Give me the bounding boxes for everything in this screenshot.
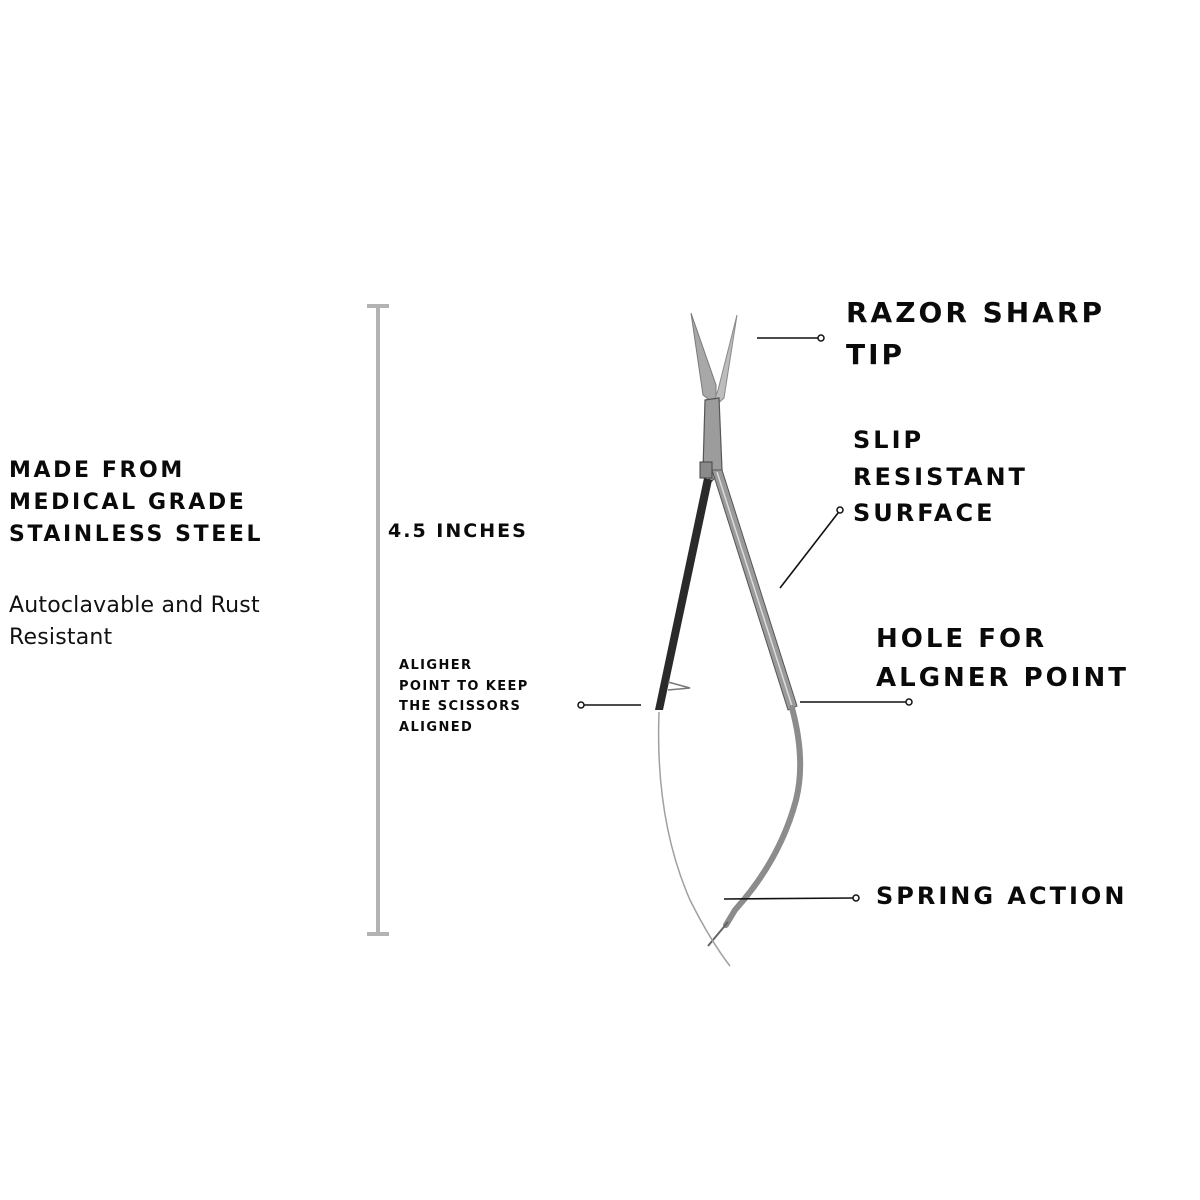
surface-callout-line: RESISTANT [853,462,1028,491]
surface-leader [779,506,844,589]
aligner-callout-line: THE SCISSORS [399,699,522,714]
tip-leader [757,334,825,342]
aligner-leader [577,701,641,709]
hole-callout-line: HOLE FOR [876,624,1048,654]
tip-callout-line: RAZOR SHARP [846,296,1105,329]
material-title-line: MEDICAL GRADE [9,490,247,515]
tip-callout: RAZOR SHARP TIP [846,292,1105,376]
hole-leader [800,698,913,706]
surface-callout-line: SURFACE [853,499,996,527]
aligner-callout-line: ALIGHER [399,658,473,673]
hole-callout: HOLE FOR ALGNER POINT [876,620,1129,697]
aligner-callout: ALIGHER POINT TO KEEP THE SCISSORS ALIGN… [399,656,529,738]
spring-callout: SPRING ACTION [876,882,1128,910]
material-title-line: STAINLESS STEEL [9,522,264,547]
material-title: MADE FROM MEDICAL GRADE STAINLESS STEEL [9,455,263,551]
aligner-callout-line: POINT TO KEEP [399,678,529,694]
length-ruler [367,304,389,936]
length-label: 4.5 INCHES [388,520,528,542]
material-subtitle-line: Autoclavable and Rust [9,593,260,618]
material-subtitle-line: Resistant [9,625,113,650]
hole-callout-line: ALGNER POINT [876,662,1129,693]
aligner-callout-line: ALIGNED [399,719,474,735]
tip-callout-line: TIP [846,338,906,371]
material-title-line: MADE FROM [9,458,185,483]
surface-callout-line: SLIP [853,426,925,454]
spring-leader [723,894,860,902]
material-subtitle: Autoclavable and Rust Resistant [9,590,260,654]
scissors-illustration [655,312,804,967]
surface-callout: SLIP RESISTANT SURFACE [853,422,1028,532]
